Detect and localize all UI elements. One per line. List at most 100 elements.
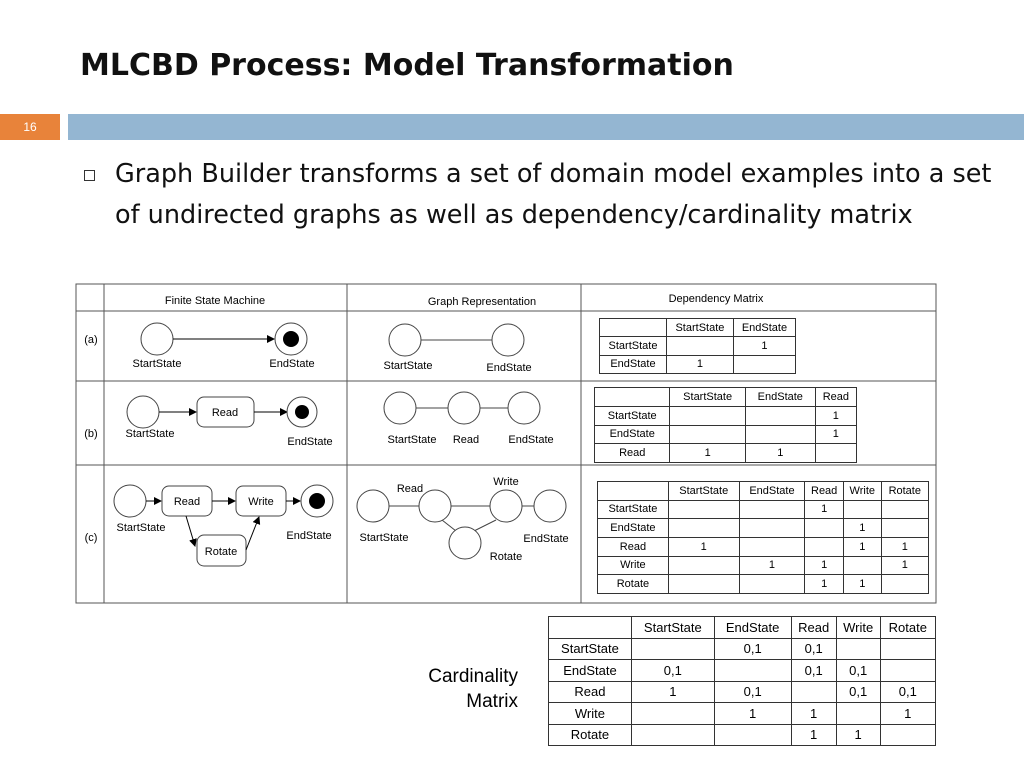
matrix-cell bbox=[738, 536, 806, 557]
fsm-a-end-marker bbox=[283, 331, 299, 347]
matrix-column-header: EndState bbox=[732, 317, 797, 338]
matrix-cell bbox=[879, 723, 937, 746]
matrix-cell: 0,1 bbox=[630, 659, 715, 682]
matrix-cell: 1 bbox=[804, 499, 845, 520]
matrix-cell: 1 bbox=[814, 424, 858, 445]
matrix-cell bbox=[744, 405, 816, 426]
matrix-column-header: Read bbox=[814, 387, 858, 407]
graph-a-start-label: StartState bbox=[384, 360, 433, 372]
matrix-cell: 1 bbox=[880, 536, 930, 557]
matrix-cell: 1 bbox=[732, 336, 797, 356]
fsm-c-write-label: Write bbox=[248, 496, 273, 508]
matrix-column-header: StartState bbox=[669, 387, 746, 407]
matrix-row-header: StartState bbox=[548, 637, 632, 660]
matrix-cell bbox=[738, 574, 806, 594]
graph-b-end-node bbox=[507, 391, 541, 425]
matrix-cell bbox=[713, 659, 792, 682]
matrix-cell bbox=[880, 499, 930, 520]
matrix-row-header: Read bbox=[548, 680, 632, 703]
row-label-a: (a) bbox=[84, 334, 97, 346]
fsm-c-end-label: EndState bbox=[286, 530, 331, 542]
matrix-cell: 1 bbox=[804, 574, 845, 594]
fsm-b-end-label: EndState bbox=[287, 436, 332, 448]
fsm-a-end-label: EndState bbox=[269, 358, 314, 370]
matrix-row-header: Write bbox=[548, 702, 632, 725]
matrix-cell bbox=[667, 499, 740, 520]
matrix-cell bbox=[669, 405, 746, 426]
matrix-cell bbox=[630, 637, 715, 660]
matrix-row-header: EndState bbox=[599, 354, 667, 375]
matrix-cell: 0,1 bbox=[835, 659, 881, 682]
graph-c-start-node bbox=[356, 489, 390, 523]
matrix-column-header: EndState bbox=[738, 481, 806, 501]
matrix-cell bbox=[630, 723, 715, 746]
matrix-cell bbox=[880, 518, 930, 538]
matrix-column-header: Read bbox=[790, 616, 837, 639]
matrix-corner-cell bbox=[597, 481, 669, 501]
matrix-cell: 0,1 bbox=[879, 680, 937, 703]
matrix-cell bbox=[835, 637, 881, 660]
matrix-row-header: StartState bbox=[593, 405, 671, 426]
row-label-b: (b) bbox=[84, 428, 97, 440]
matrix-row-header: Rotate bbox=[597, 574, 669, 594]
matrix-cell bbox=[713, 723, 792, 746]
fsm-c-rotate-label: Rotate bbox=[205, 546, 237, 558]
graph-c-end-node bbox=[533, 489, 567, 523]
matrix-cell bbox=[879, 637, 937, 660]
matrix-cell bbox=[804, 536, 845, 557]
matrix-row-header: Rotate bbox=[548, 723, 632, 746]
fsm-c-start-node bbox=[113, 484, 147, 518]
slide-number-badge bbox=[0, 114, 60, 140]
matrix-row: EndState 1 bbox=[593, 424, 858, 445]
matrix-cell: 1 bbox=[630, 680, 715, 703]
matrix-cell: 0,1 bbox=[713, 680, 792, 703]
matrix-cell bbox=[814, 443, 858, 463]
fsm-b-start-label: StartState bbox=[126, 428, 175, 440]
graph-a-start-node bbox=[388, 323, 422, 357]
matrix-cell: 1 bbox=[713, 702, 792, 725]
cardinality-matrix-label: Cardinality Matrix bbox=[360, 664, 518, 714]
matrix-cell: 1 bbox=[879, 702, 937, 725]
matrix-column-header: EndState bbox=[713, 616, 792, 639]
fsm-b-read-label: Read bbox=[212, 407, 238, 419]
fsm-c-arrow-read-rotate bbox=[185, 515, 197, 547]
matrix-cell bbox=[669, 424, 746, 445]
matrix-column-header: StartState bbox=[667, 481, 740, 501]
cardinality-label-line1: Cardinality bbox=[428, 666, 518, 687]
matrix-column-header: Rotate bbox=[879, 616, 937, 639]
matrix-cell bbox=[879, 659, 937, 682]
bullet-text: Graph Builder transforms a set of domain… bbox=[115, 159, 992, 230]
matrix-cell bbox=[732, 354, 797, 375]
graph-c-rotate-label: Rotate bbox=[490, 551, 522, 563]
matrix-column-header: Write bbox=[835, 616, 881, 639]
matrix-cell bbox=[738, 499, 806, 520]
graph-c-end-label: EndState bbox=[523, 533, 568, 545]
graph-b-end-label: EndState bbox=[508, 434, 553, 446]
matrix-corner-cell bbox=[593, 387, 671, 407]
matrix-row-header: Write bbox=[597, 555, 669, 576]
matrix-cell: 0,1 bbox=[790, 659, 837, 682]
graph-c-read-node bbox=[418, 489, 452, 523]
graph-b-start-node bbox=[383, 391, 417, 425]
matrix-column-header: Read bbox=[804, 481, 845, 501]
matrix-cell bbox=[843, 499, 882, 520]
graph-b-read-label: Read bbox=[453, 434, 479, 446]
matrix-cell: 1 bbox=[669, 443, 746, 463]
slide-title: MLCBD Process: Model Transformation bbox=[80, 48, 734, 83]
graph-c-rotate-node bbox=[448, 526, 482, 560]
matrix-cell bbox=[667, 555, 740, 576]
matrix-row-header: EndState bbox=[593, 424, 671, 445]
cardinality-label-line2: Matrix bbox=[466, 691, 518, 712]
